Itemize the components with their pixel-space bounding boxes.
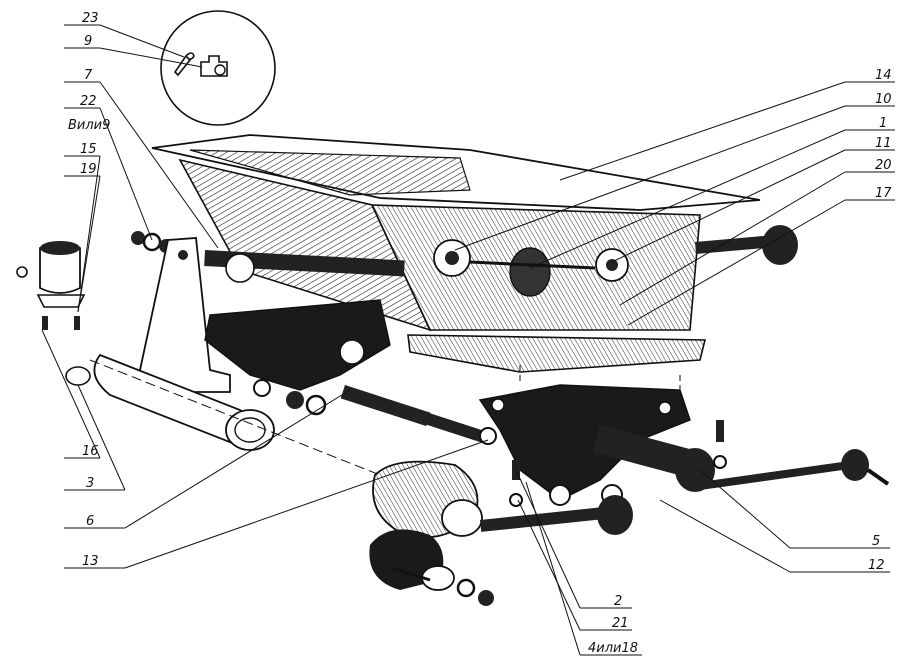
callout-1: 1 [879, 116, 887, 131]
callout-17: 17 [875, 186, 892, 201]
lower-frame-left [204, 299, 391, 416]
middle-rod [340, 384, 497, 445]
leader-lines [41, 24, 895, 656]
tube-bottom [372, 460, 633, 539]
callout-2: 2 [614, 594, 622, 609]
callout-22: 22 [80, 94, 97, 109]
tie-rod-right [700, 420, 890, 490]
callout-23: 23 [82, 11, 99, 26]
lower-frame-right [478, 384, 715, 506]
callout-13: 13 [82, 554, 99, 569]
callout-12: 12 [868, 558, 885, 573]
callout-16: 16 [82, 444, 99, 459]
callout-10: 10 [875, 92, 892, 107]
callout-7: 7 [84, 68, 93, 83]
tube-left [93, 353, 275, 452]
callout-11: 11 [875, 136, 892, 151]
detail-inset [160, 10, 276, 126]
callout-19: 19 [80, 162, 97, 177]
hopper-body [151, 134, 761, 373]
gear-assembly [433, 239, 629, 297]
bracket-bottom [369, 529, 494, 606]
callout-6: 6 [86, 514, 94, 529]
callout-5: 5 [872, 534, 880, 549]
axis-lines [89, 359, 681, 476]
callout-15: 15 [80, 142, 97, 157]
callout-20: 20 [875, 158, 892, 173]
callout-14: 14 [875, 68, 892, 83]
callout-3: 3 [86, 476, 94, 491]
callout-labels: 23 9 7 22 Вили9 15 19 16 3 6 13 14 10 1 … [68, 11, 892, 656]
callout-21: 21 [612, 616, 629, 631]
callout-vili9: Вили9 [68, 118, 110, 133]
callout-4or18: 4или18 [588, 641, 638, 656]
bushing-left [16, 241, 91, 386]
callout-9: 9 [84, 34, 92, 49]
